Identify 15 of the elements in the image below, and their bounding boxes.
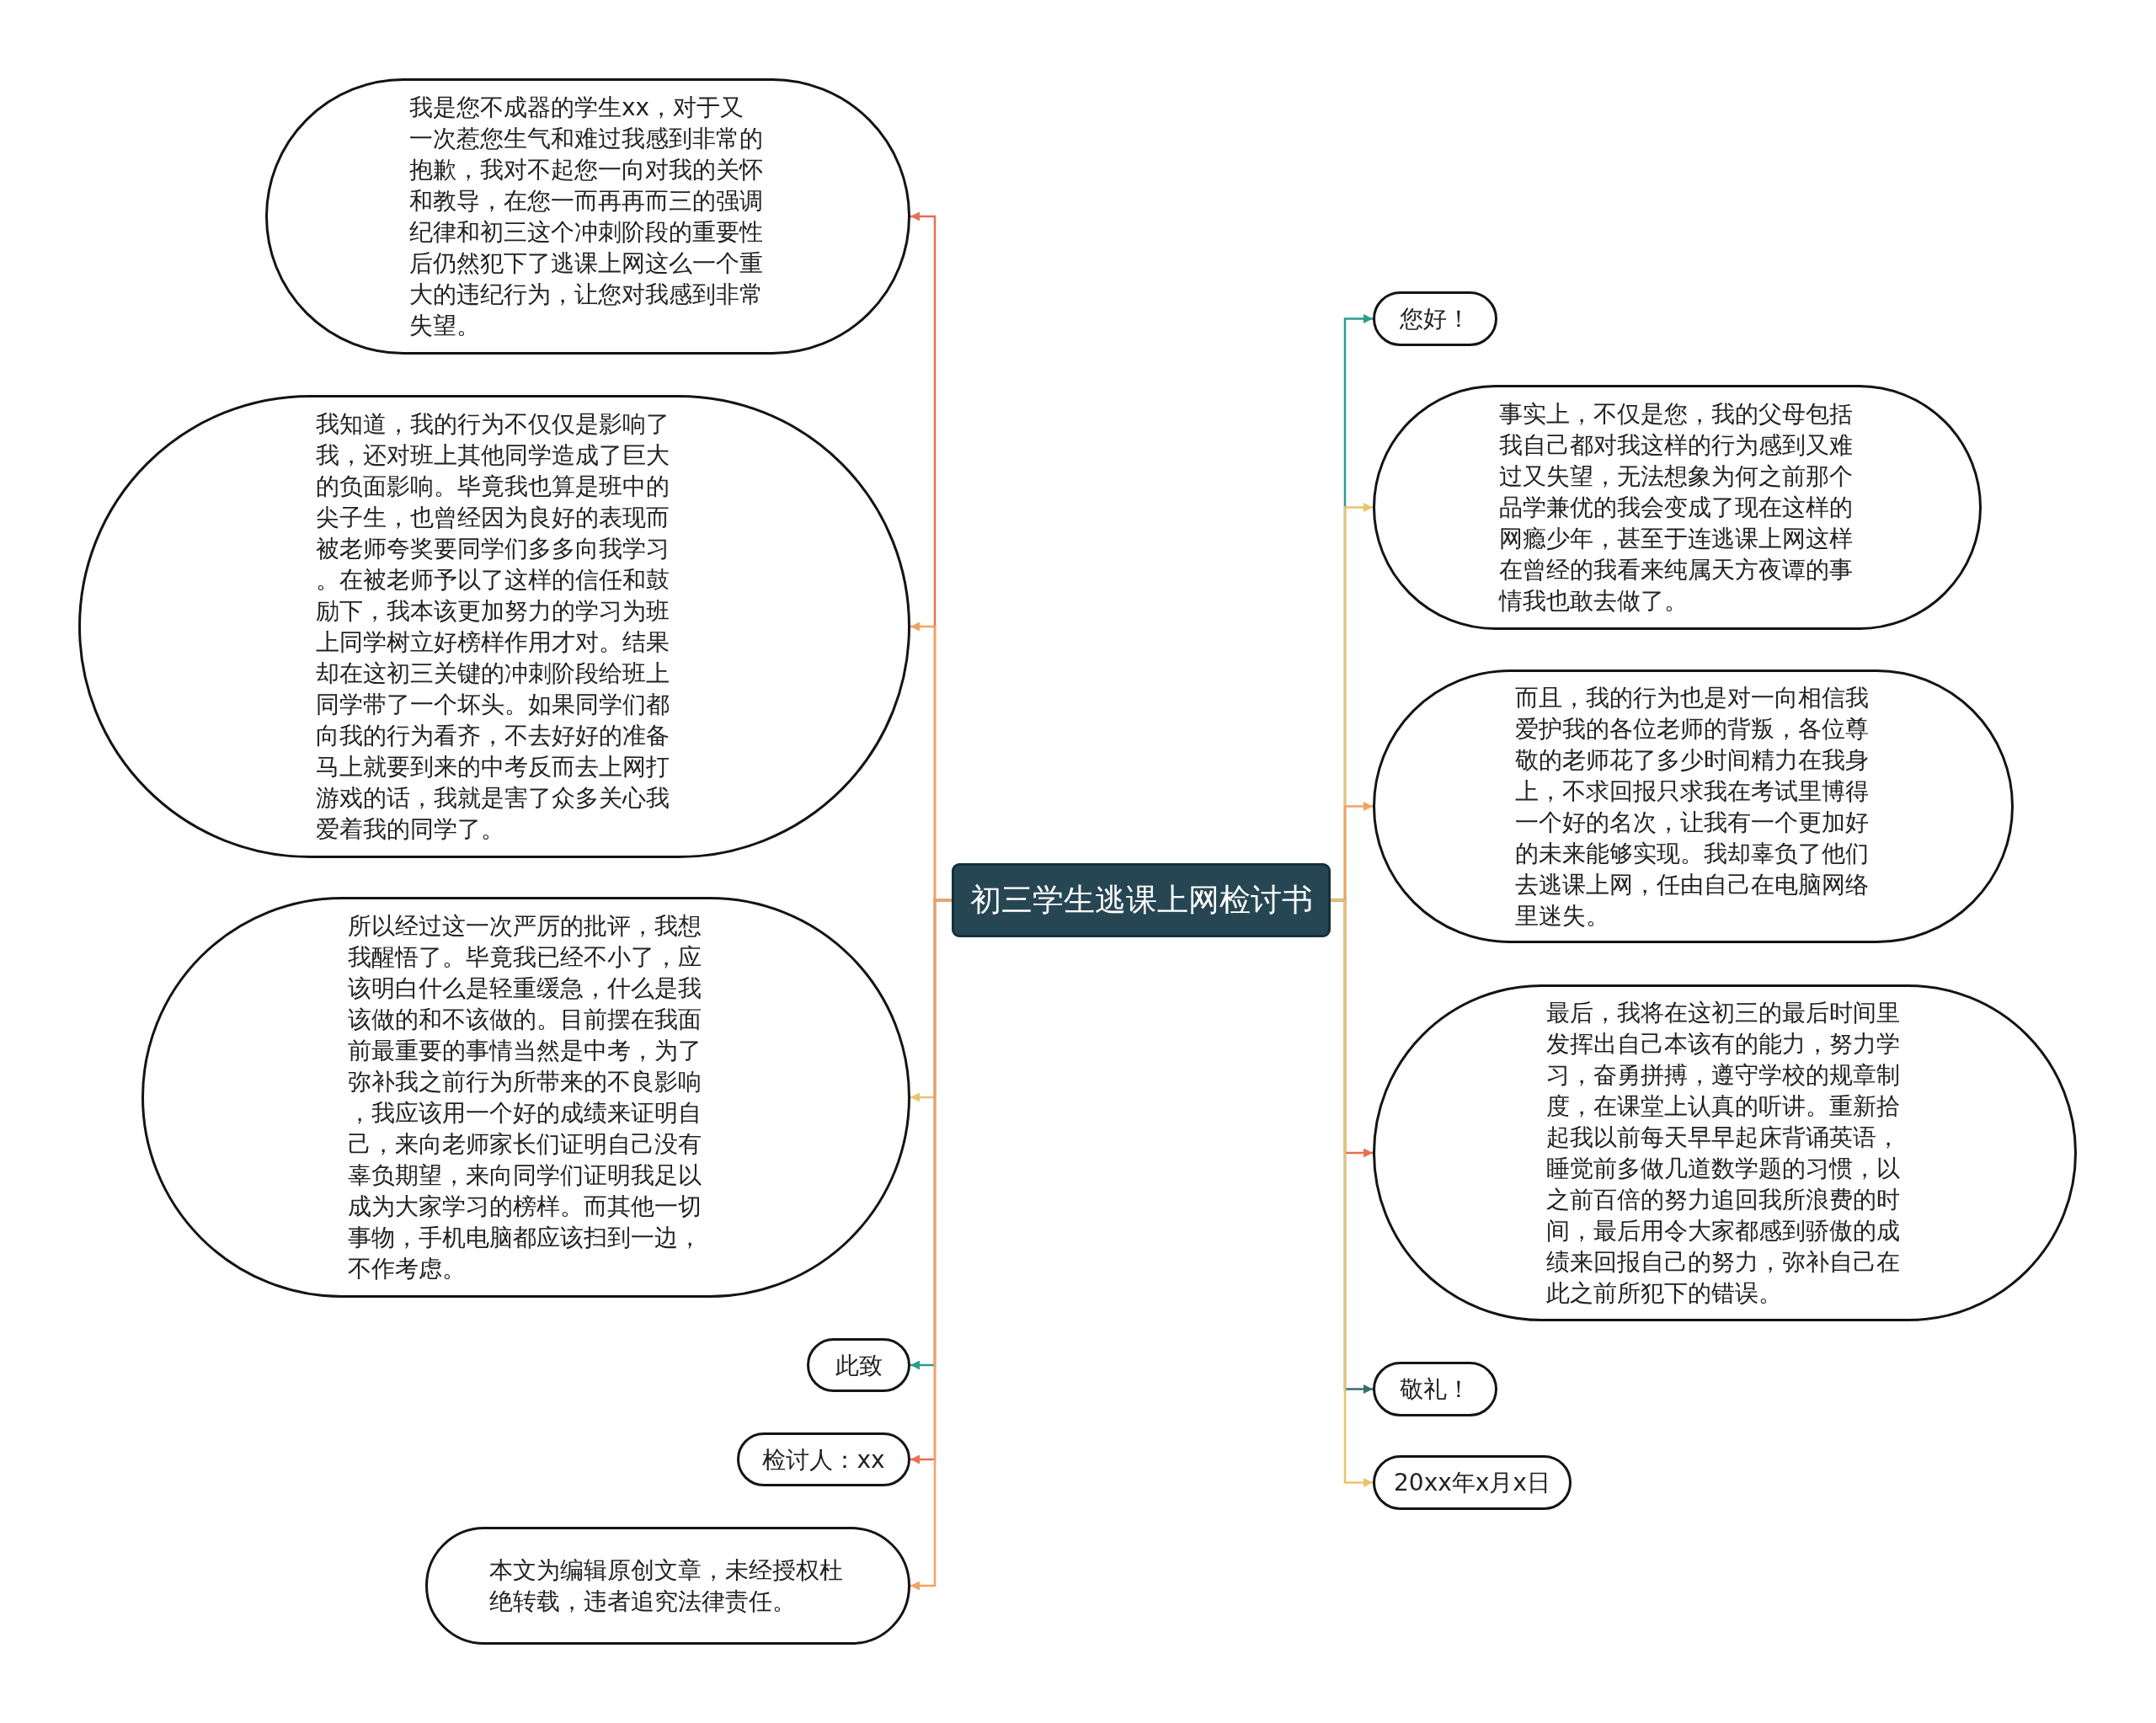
central-topic-box: 初三学生逃课上网检讨书 [952, 863, 1331, 937]
rounded-text-node: 而且，我的行为也是对一向相信我爱护我的各位老师的背叛，各位尊敬的老师花了多少时间精力在我身上，不求回报只求我在考试里博得一个好的名次，让我有一个更加好的未来能够实现。我却辜负了他们去逃课上网，任由自己在电脑网络里迷失。 [1373, 669, 2014, 943]
arrow [1331, 899, 1373, 1487]
rounded-text-node: 检讨人：xx [737, 1432, 910, 1486]
rounded-text-node: 此致 [807, 1338, 910, 1392]
rounded-text-node: 我知道，我的行为不仅仅是影响了我，还对班上其他同学造成了巨大的负面影响。毕竟我也算是班中的尖子生，也曾经因为良好的表现而被老师夸奖要同学们多多向我学习。在被老师予以了这样的信任和鼓励下，我本该更加努力的学习为班上同学树立好榜样作用才对。结果却在这初三关键的冲刺阶段给班上同学带了一个坏头。如果同学们都向我的行为看齐，不去好好的准备马上就要到来的中考反而去上网打游戏的话，我就是害了众多关心我爱着我的同学了。 [78, 395, 910, 858]
rounded-text-node: 所以经过这一次严厉的批评，我想我醒悟了。毕竟我已经不小了，应该明白什么是轻重缓急，什么是我该做的和不该做的。目前摆在我面前最重要的事情当然是中考，为了弥补我之前行为所带来的不良影响，我应该用一个好的成绩来证明自己，来向老师家长们证明自己没有辜负期望，来向同学们证明我足以成为大家学习的榜样。而其他一切事物，手机电脑都应该扫到一边，不作考虑。 [141, 897, 910, 1298]
rounded-text-node: 20xx年x月x日 [1373, 1455, 1572, 1510]
rounded-text-node: 您好！ [1373, 291, 1497, 346]
arrow [910, 899, 952, 1591]
rounded-text-node: 我是您不成器的学生xx，对于又一次惹您生气和难过我感到非常的抱歉，我对不起您一向对我的关怀和教导，在您一而再再而三的强调纪律和初三这个冲刺阶段的重要性后仍然犯下了逃课上网这么一个重大的违纪行为，让您对我感到非常失望。 [265, 78, 910, 355]
rounded-text-node: 事实上，不仅是您，我的父母包括我自己都对我这样的行为感到又难过又失望，无法想象为何之前那个品学兼优的我会变成了现在这样的网瘾少年，甚至于连逃课上网这样在曾经的我看来纯属天方夜谭的事情我也敢去做了。 [1373, 385, 1982, 630]
rounded-text-node: 最后，我将在这初三的最后时间里发挥出自己本该有的能力，努力学习，奋勇拼搏，遵守学校的规章制度，在课堂上认真的听讲。重新拾起我以前每天早早起床背诵英语，睡觉前多做几道数学题的习惯，以之前百倍的努力追回我所浪费的时间，最后用令大家都感到骄傲的成绩来回报自己的努力，弥补自己在此之前所犯下的错误。 [1373, 984, 2077, 1321]
rounded-text-node: 本文为编辑原创文章，未经授权杜绝转载，违者追究法律责任。 [425, 1527, 910, 1645]
rounded-text-node: 敬礼！ [1373, 1362, 1497, 1416]
